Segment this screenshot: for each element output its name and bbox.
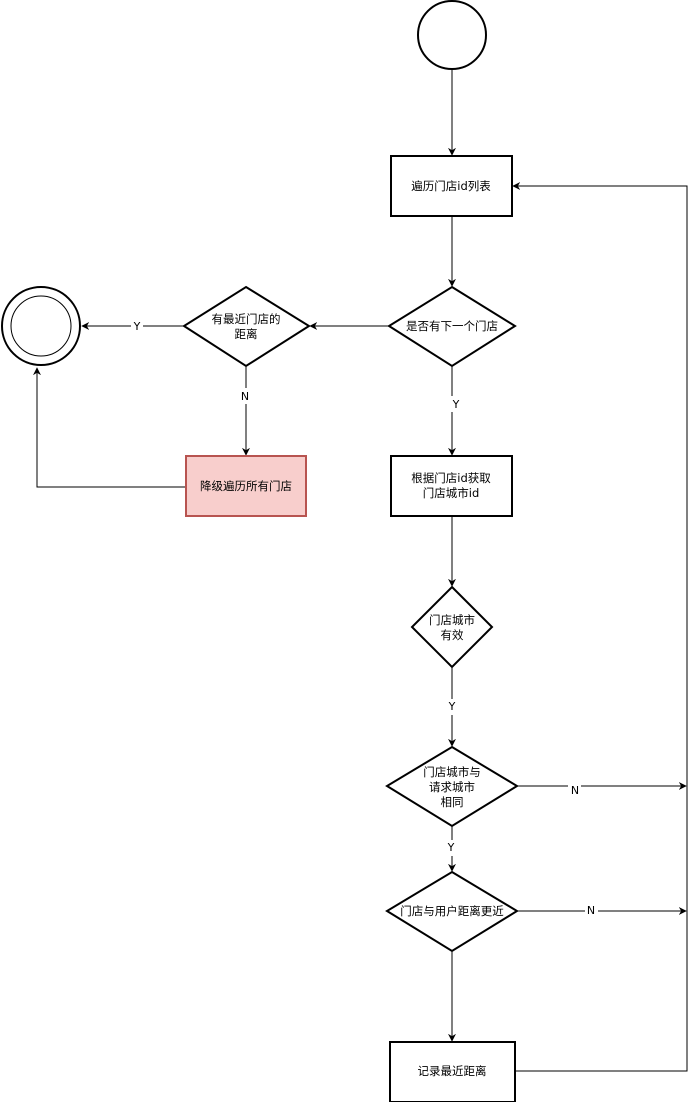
- edges: [33, 69, 688, 1072]
- iterate-store-ids-label: 遍历门店id列表: [411, 179, 491, 193]
- same-city-label-3: 相同: [441, 795, 464, 809]
- record-nearest-label: 记录最近距离: [418, 1064, 487, 1078]
- has-next-store-diamond: [387, 285, 517, 368]
- start-node: [417, 0, 487, 70]
- fallback-iterate-all-label: 降级遍历所有门店: [200, 479, 292, 493]
- get-store-city-label-1: 根据门店id获取: [411, 471, 491, 485]
- record-nearest-box: [389, 1041, 516, 1102]
- store-city-valid-diamond: [410, 585, 494, 669]
- get-store-city-box: [390, 455, 513, 517]
- closer-to-user-label: 门店与用户距离更近: [400, 904, 504, 918]
- edge-labels: Y N Y Y N Y N: [131, 318, 598, 919]
- same-city-label-1: 门店城市与: [423, 765, 481, 779]
- edge-record-loop-back: [512, 182, 688, 1072]
- has-nearest-distance-diamond: [182, 285, 311, 368]
- label-same-city-no: N: [571, 784, 579, 797]
- same-city-diamond: [385, 745, 519, 828]
- edge-fallback-to-end: [33, 367, 186, 488]
- closer-to-user-diamond: [385, 870, 519, 953]
- fallback-iterate-all-box: [185, 455, 307, 517]
- has-nearest-distance-label-2: 距离: [235, 327, 258, 341]
- node-labels: 遍历门店id列表 是否有下一个门店 有最近门店的 距离 降级遍历所有门店 根据门…: [200, 179, 504, 1078]
- label-nearest-yes: Y: [133, 320, 141, 333]
- store-city-valid-label-1: 门店城市: [429, 613, 475, 627]
- store-city-valid-label-2: 有效: [441, 628, 464, 642]
- label-nearest-no: N: [241, 390, 249, 403]
- label-same-city-yes: Y: [447, 841, 455, 854]
- label-closer-no: N: [587, 904, 595, 917]
- same-city-label-2: 请求城市: [429, 780, 475, 794]
- has-nearest-distance-label-1: 有最近门店的: [212, 312, 281, 326]
- nodes: [1, 0, 519, 1102]
- label-valid-yes: Y: [448, 700, 456, 713]
- has-next-store-label: 是否有下一个门店: [406, 319, 498, 333]
- get-store-city-label-2: 门店城市id: [423, 486, 480, 500]
- label-has-next-yes: Y: [452, 398, 460, 411]
- iterate-store-ids-box: [390, 155, 513, 217]
- end-node: [1, 286, 81, 366]
